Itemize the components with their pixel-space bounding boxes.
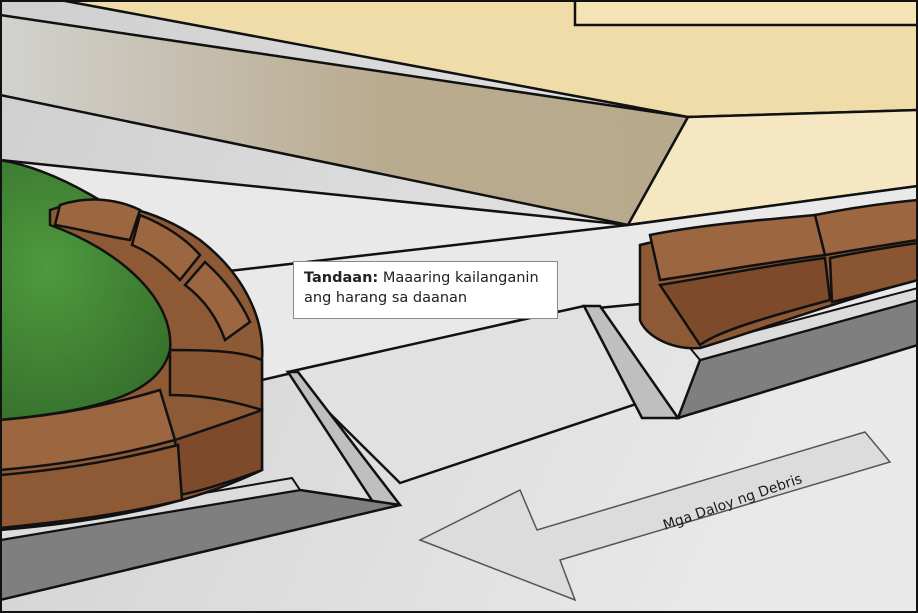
note-label: Tandaan: (304, 270, 378, 286)
note-text-line2: ang harang sa daanan (304, 290, 467, 306)
note-box: Tandaan: Maaaring kailanganin ang harang… (293, 261, 558, 319)
note-text-line1: Maaaring kailanganin (383, 270, 539, 286)
